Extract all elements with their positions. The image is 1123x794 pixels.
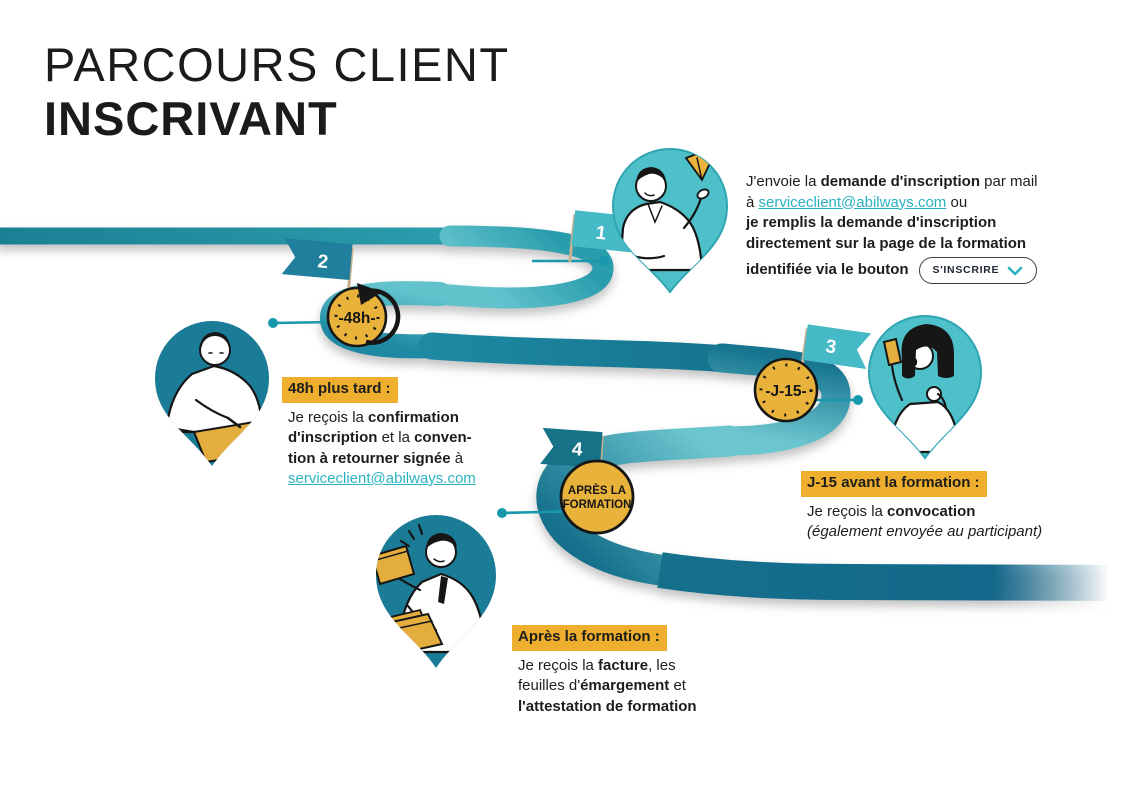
clock-ticks-icon bbox=[334, 294, 380, 340]
step2-line1: Je reçois la confirmation bbox=[288, 408, 459, 426]
page-title-line2: INSCRIVANT bbox=[44, 91, 338, 145]
step1-line4: directement sur la page de la formation bbox=[746, 234, 1027, 252]
badge-j15-label: -J-15- bbox=[765, 383, 806, 400]
step2-line4: serviceclient@abilways.com bbox=[288, 469, 513, 490]
pin-step2 bbox=[155, 321, 269, 466]
flag-step2: 2 bbox=[281, 238, 354, 297]
page-title: PARCOURS CLIENT INSCRIVANT bbox=[44, 38, 510, 145]
sinscrire-button[interactable]: S'INSCRIRE bbox=[918, 257, 1038, 284]
step4-line3: l'attestation de formation bbox=[518, 697, 697, 715]
step2-line2: d'inscription et la conven- bbox=[288, 429, 472, 446]
email-link[interactable]: serviceclient@abilways.com bbox=[288, 470, 476, 487]
chevron-down-icon bbox=[1007, 266, 1023, 275]
connector-step2 bbox=[268, 318, 335, 328]
email-link[interactable]: serviceclient@abilways.com bbox=[758, 193, 947, 211]
connector-dot-step1 bbox=[599, 256, 609, 266]
arrowhead-icon bbox=[357, 283, 382, 305]
flag-2-icon bbox=[281, 238, 353, 281]
pen-icon bbox=[226, 416, 242, 429]
badge-48h-label: -48h- bbox=[338, 310, 375, 327]
step1-line5: identifiée via le bouton S'INSCRIRE bbox=[746, 257, 1066, 284]
step3-text-block: J-15 avant la formation : Je reçois la c… bbox=[801, 471, 1087, 543]
step4-line1: Je reçois la facture, les bbox=[518, 656, 676, 674]
step1-line3: je remplis la demande d'inscription bbox=[746, 214, 997, 231]
clock-ticks-icon bbox=[759, 363, 813, 417]
badge-apres-line1: APRÈS LA bbox=[568, 484, 626, 497]
step2-line3: tion à retourner signée à bbox=[288, 449, 464, 467]
step4-heading: Après la formation : bbox=[512, 625, 763, 656]
badge-apres-formation: APRÈS LA FORMATION bbox=[559, 459, 635, 535]
badge-j15: -J-15- bbox=[753, 357, 819, 423]
step2-heading: 48h plus tard : bbox=[282, 377, 513, 408]
journey-path-segment bbox=[418, 332, 740, 373]
phone-icon bbox=[882, 337, 903, 367]
flag-4-number: 4 bbox=[571, 439, 583, 461]
step1-line1: J'envoie la demande d'inscription par ma… bbox=[746, 173, 1038, 190]
journey-path-segment bbox=[536, 425, 746, 587]
step3-line1: Je reçois la convocation bbox=[807, 502, 976, 520]
badge-apres-line2: FORMATION bbox=[563, 499, 632, 511]
flag-1-number: 1 bbox=[595, 223, 608, 245]
step1-text-block: J'envoie la demande d'inscription par ma… bbox=[746, 172, 1066, 284]
flag-2-number: 2 bbox=[317, 251, 329, 273]
step1-line2: à serviceclient@abilways.com ou bbox=[746, 193, 968, 211]
connector-step3 bbox=[816, 395, 863, 405]
step4-text-block: Après la formation : Je reçois la factur… bbox=[512, 625, 763, 717]
pin-step1 bbox=[611, 148, 729, 294]
step4-line2: feuilles d'émargement et bbox=[518, 677, 686, 694]
step3-line2: (également envoyée au participant) bbox=[807, 523, 1043, 540]
flag-3-number: 3 bbox=[824, 336, 837, 358]
step3-heading: J-15 avant la formation : bbox=[801, 471, 1087, 502]
connector-step1 bbox=[532, 256, 609, 266]
flag-3-icon bbox=[802, 324, 872, 369]
flag-step3: 3 bbox=[800, 324, 872, 369]
step2-text-block: 48h plus tard : Je reçois la confirmatio… bbox=[282, 377, 513, 490]
folder-icon bbox=[376, 544, 416, 586]
sinscrire-button-label: S'INSCRIRE bbox=[932, 264, 1000, 277]
pin-step4 bbox=[376, 515, 496, 668]
journey-path-segment bbox=[425, 225, 614, 309]
connector-dot-step3 bbox=[853, 395, 863, 405]
journey-path-segment bbox=[657, 552, 1123, 601]
badge-48h: -48h- bbox=[326, 283, 401, 348]
pin-step3 bbox=[867, 315, 983, 460]
page-title-line1: PARCOURS CLIENT bbox=[44, 38, 510, 91]
flag-4-icon bbox=[540, 427, 603, 468]
